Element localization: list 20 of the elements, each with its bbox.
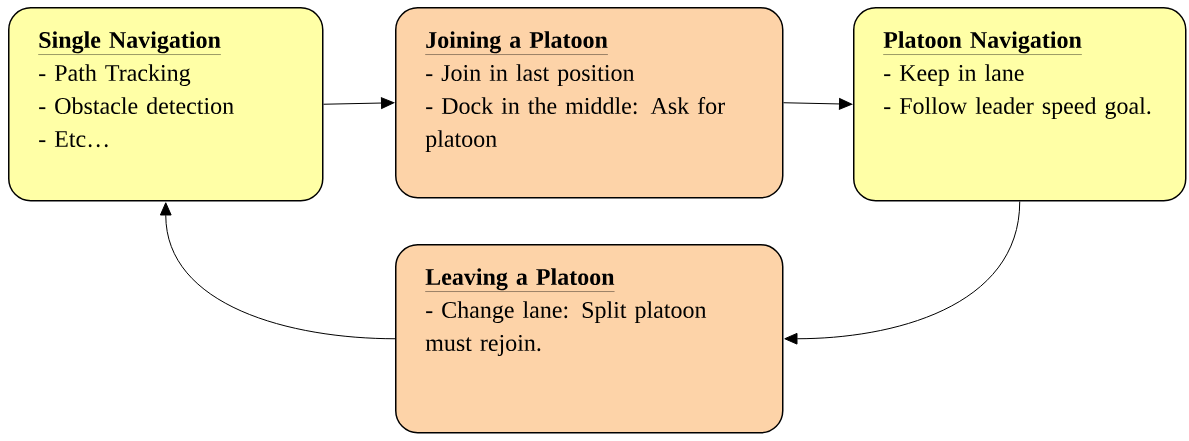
arrow [783, 98, 853, 110]
process-box [395, 244, 784, 434]
bullet-text: - Follow leader speed goal. [884, 97, 1151, 119]
bullet-text: - Dock in the middle: Ask for platoon [425, 96, 725, 152]
arrow [159, 202, 396, 340]
process-box [853, 7, 1187, 202]
process-box [395, 7, 784, 199]
bullet-text: - Keep in lane [884, 64, 1024, 86]
box-heading: Platoon Navigation [883, 31, 1083, 55]
arrow [784, 201, 1021, 345]
bullet-text: - Obstacle detection [39, 97, 234, 115]
bullet-text: - Join in last position [426, 64, 635, 86]
box-heading: Leaving a Platoon [425, 268, 615, 292]
arrow [323, 97, 395, 109]
process-box [8, 7, 324, 202]
bullet-text: - Change lane: Split platoon must rejoin. [425, 301, 707, 356]
box-heading: Single Navigation [38, 31, 222, 55]
box-heading: Joining a Platoon [425, 31, 609, 55]
bullet-text: - Etc… [39, 131, 108, 148]
bullet-text: - Path Tracking [39, 64, 191, 86]
